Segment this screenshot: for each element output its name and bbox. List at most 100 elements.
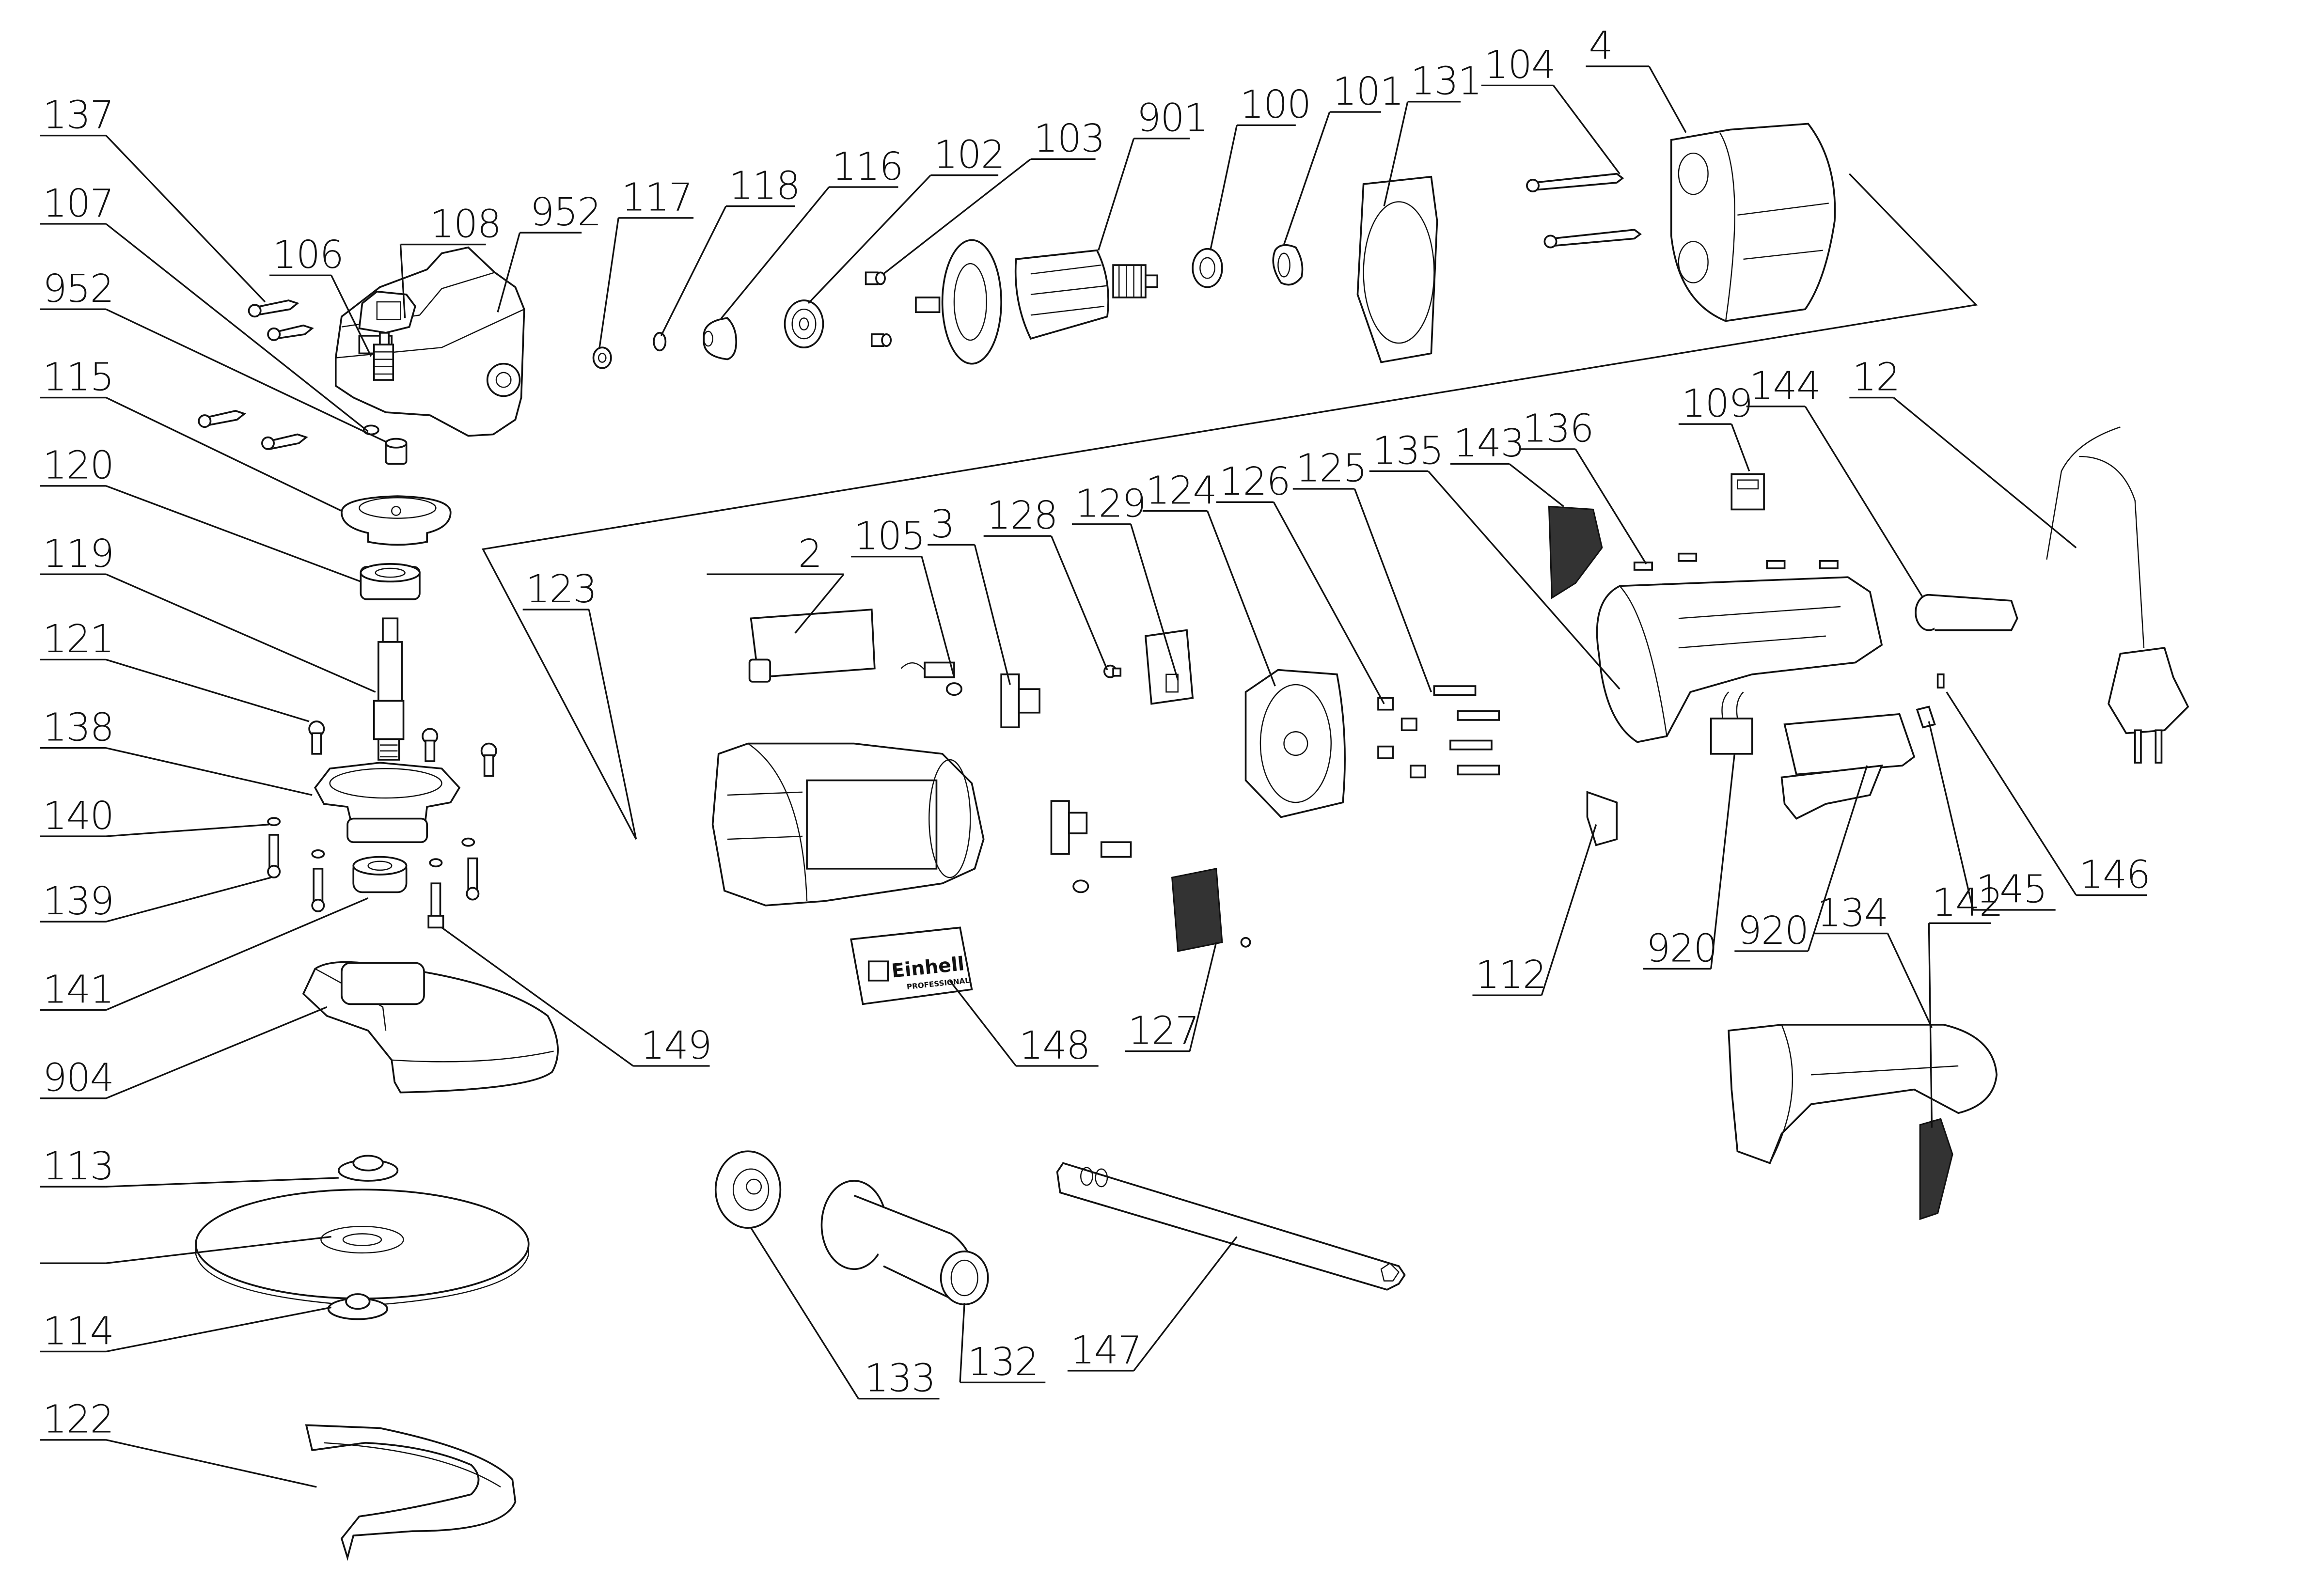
screws-136 — [1633, 552, 1839, 571]
part-callout-127: 127 — [1125, 942, 1217, 1053]
side-handle-132 — [820, 1180, 989, 1306]
part-number-label: 127 — [1128, 1008, 1198, 1053]
leader-line — [399, 244, 406, 318]
part-number-label: 901 — [1137, 96, 1208, 141]
part-number-label: 148 — [1019, 1023, 1090, 1068]
part-number-label: 132 — [967, 1340, 1038, 1384]
leader-line — [1928, 923, 1933, 1128]
part-number-label: 139 — [43, 879, 113, 923]
leader-line — [598, 218, 619, 349]
bracket-112 — [1586, 791, 1618, 846]
part-number-label: 920 — [1737, 908, 1808, 953]
part-callout-920b: 920 — [1734, 765, 1868, 953]
bushing-116 — [703, 317, 738, 360]
part-number-label: 119 — [43, 532, 113, 576]
leader-line — [1098, 138, 1135, 251]
part-callout-103: 103 — [883, 116, 1105, 275]
part-number-label: 3 — [930, 502, 954, 547]
vent-142 — [1919, 1118, 1953, 1220]
leader-line — [1050, 535, 1108, 671]
leader-line — [721, 186, 830, 319]
rear-housing-135 — [1596, 576, 1883, 743]
part-callout-113: 113 — [40, 1144, 339, 1189]
motor-housing-123 — [711, 742, 985, 907]
bearing-cover-115 — [341, 495, 452, 546]
part-number-label: 116 — [832, 144, 903, 189]
leader-line — [921, 556, 955, 678]
part-number-label: 103 — [1034, 116, 1104, 161]
part-callout-144: 144 — [1746, 364, 1924, 598]
leader-line — [1353, 488, 1432, 692]
part-callout-3: 3 — [928, 502, 1011, 685]
inner-flange-113 — [338, 1155, 399, 1182]
bearing-120 — [360, 563, 421, 600]
leader-line — [959, 1303, 965, 1383]
leader-line — [1273, 501, 1385, 704]
part-number-label: 126 — [1219, 459, 1290, 504]
leader-line — [1130, 524, 1179, 681]
part-callout-119: 119 — [40, 532, 376, 693]
part-callout-12: 12 — [1849, 355, 2077, 548]
part-number-label: 131 — [1411, 59, 1481, 104]
cutting-guard-122 — [305, 1424, 517, 1561]
switch-920b — [1780, 713, 1916, 820]
part-number-label: 144 — [1749, 364, 1820, 408]
part-number-label: 101 — [1333, 69, 1403, 114]
brand-plate-148: Einhell PROFESSIONAL — [850, 926, 973, 1005]
motor-group-outline — [482, 173, 1978, 840]
pins-103 — [865, 271, 892, 347]
flange-138 — [314, 762, 461, 843]
part-callout-904: 904 — [40, 1006, 328, 1100]
part-number-label: 143 — [1453, 421, 1524, 466]
part-number-label: 904 — [43, 1056, 113, 1100]
part-number-label: 12 — [1852, 355, 1900, 399]
leader-line — [106, 876, 271, 923]
part-number-label: 123 — [526, 567, 597, 611]
screws-125 — [1433, 685, 1500, 776]
part-number-label: 138 — [43, 705, 113, 750]
parts-layer: Einhell PROFESSIONAL — [195, 123, 2189, 1561]
armature-901 — [915, 239, 1159, 365]
bearing-100 — [1192, 248, 1223, 288]
part-number-label: 141 — [43, 967, 113, 1012]
part-callout-118: 118 — [660, 163, 801, 336]
leader-line — [106, 658, 310, 722]
leader-line — [1887, 933, 1933, 1028]
part-number-label: 135 — [1372, 428, 1443, 473]
part-callout-112: 112 — [1472, 824, 1597, 997]
part-number-label: 4 — [1589, 24, 1613, 68]
stator-4 — [1670, 123, 1836, 322]
part-callout-148: 148 — [949, 980, 1099, 1068]
part-callout-114: 114 — [40, 1306, 331, 1353]
part-callout-133: 133 — [750, 1227, 940, 1400]
part-callout-143: 143 — [1450, 421, 1564, 507]
leader-line — [1946, 691, 2077, 896]
part-number-label: 114 — [43, 1309, 113, 1353]
leader-line — [883, 158, 1031, 275]
leader-line — [106, 308, 386, 443]
vent-cover-143 — [1548, 505, 1603, 599]
power-cord-12 — [2046, 426, 2189, 764]
leader-line — [1893, 397, 2077, 548]
part-callout-952a: 952 — [40, 266, 386, 443]
leader-line — [1648, 66, 1687, 133]
part-number-label: 121 — [43, 617, 113, 661]
part-callout-100: 100 — [1209, 82, 1311, 251]
part-number-label: 104 — [1484, 43, 1555, 87]
leader-line — [105, 135, 266, 303]
part-number-label: 117 — [621, 175, 692, 220]
suppressor-920a — [1710, 691, 1753, 755]
leader-line — [1428, 470, 1620, 690]
part-callout-116: 116 — [721, 144, 903, 319]
leader-line — [1574, 449, 1647, 564]
leader-line — [497, 232, 521, 313]
part-number-label: 134 — [1817, 891, 1888, 935]
labels-layer: 1371079521151201191211381401391419041131… — [40, 24, 2151, 1488]
ring-141 — [352, 856, 408, 893]
leader-line — [441, 927, 634, 1067]
wrench-147 — [1056, 1162, 1406, 1291]
part-number-label: 100 — [1240, 82, 1310, 127]
part-number-label: 113 — [43, 1144, 113, 1189]
grinding-disc — [195, 1189, 530, 1307]
part-callout-146: 146 — [1946, 691, 2151, 897]
